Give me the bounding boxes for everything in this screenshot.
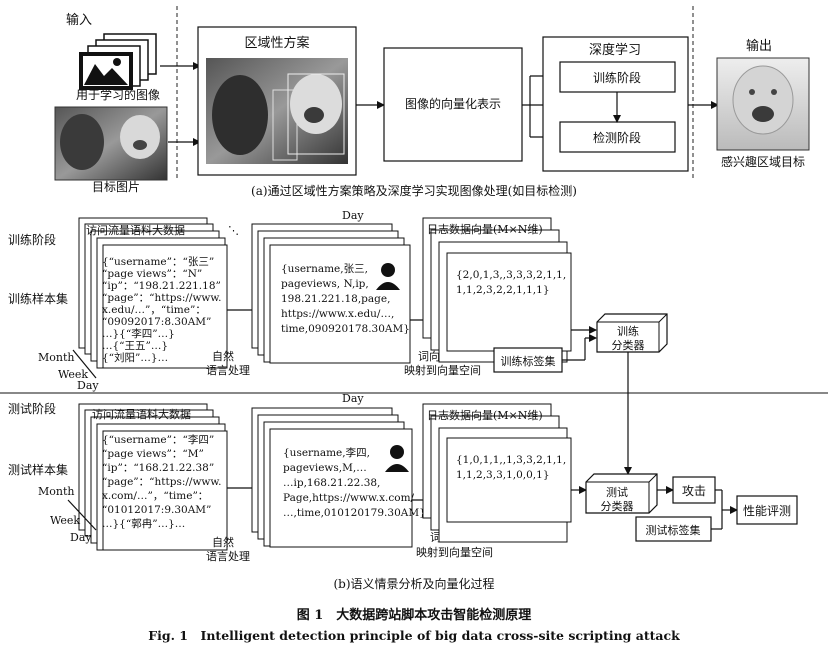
train-corpus-line: “page views”：“N”	[102, 268, 202, 280]
test-nlp-label-1: 自然	[212, 535, 234, 549]
test-month-label: Month	[38, 485, 74, 498]
test-week-label: Week	[50, 514, 80, 527]
train-corpus-title: 访问流量语料大数据	[86, 223, 185, 237]
test-corpus-line: “page views”：“M”	[102, 448, 204, 460]
test-label-set-box	[635, 516, 712, 542]
train-nlp-label-1: 自然	[212, 349, 234, 363]
user-avatar-icon	[376, 263, 400, 290]
train-corpus-stack	[78, 217, 228, 369]
test-vec-label-2: 映射到向量空间	[416, 545, 493, 559]
test-vector-line: 1,1,2,3,3,1,0,0,1}	[456, 469, 550, 481]
train-label-set: 训练标签集	[501, 354, 556, 368]
evaluation-box	[736, 495, 798, 525]
test-stage-label: 测试阶段	[8, 401, 56, 416]
deep-learning-title: 深度学习	[589, 42, 641, 58]
output-image	[716, 57, 810, 151]
train-classifier	[596, 313, 668, 353]
test-day-label: Day	[70, 531, 92, 544]
train-corpus-line: “ip”：“198.21.221.18”	[102, 280, 221, 292]
regional-scheme-image	[206, 58, 348, 164]
learning-images-label: 用于学习的图像	[76, 87, 160, 102]
train-corpus-line: {“刘阳”…}…	[102, 352, 168, 364]
train-doc-line: pageviews, N,ip,	[281, 278, 369, 290]
test-corpus-line: …}{“郭冉”…}…	[102, 517, 185, 530]
train-corpus-line: “09092017:8.30AM”	[102, 316, 211, 328]
training-stage-label: 训练阶段	[593, 70, 641, 85]
figure-caption-cn: 图 1 大数据跨站脚本攻击智能检测原理	[297, 607, 532, 623]
test-corpus-line: x.com/…”，“time”：	[102, 490, 208, 502]
train-log-vector-title: 日志数据向量(M×N维)	[427, 222, 543, 236]
train-corpus-line: “page”：“https://www.	[102, 292, 222, 304]
detection-stage-label: 检测阶段	[593, 130, 641, 145]
test-vector-stack	[422, 403, 572, 543]
test-doc-line: Page,https://www.x.com/	[283, 492, 415, 504]
test-corpus-stack	[78, 403, 228, 551]
test-doc-line: pageviews,M,…	[283, 462, 367, 474]
train-doc-line: {username,张三,	[281, 263, 368, 275]
train-sample-label: 训练样本集	[8, 291, 68, 306]
test-corpus-line: “01012017:9.30AM”	[102, 504, 211, 516]
train-doc-line: https://www.x.edu/…,	[281, 308, 394, 320]
train-time-axis	[72, 349, 97, 379]
input-label: 输入	[66, 12, 92, 28]
attack-label: 攻击	[682, 484, 706, 498]
test-classifier-label-1: 测试	[606, 486, 628, 499]
test-classifier-label-2: 分类器	[601, 499, 634, 513]
train-vec-label-2: 映射到向量空间	[404, 363, 481, 377]
test-corpus-line: {“username”：“李四”	[102, 433, 214, 446]
test-nlp-label-2: 语言处理	[206, 550, 250, 563]
train-month-label: Month	[38, 351, 74, 364]
caption-b: (b)语义情景分析及向量化过程	[333, 576, 494, 591]
train-day-label: Day	[77, 379, 99, 392]
test-corpus-line: “ip”：“168.21.22.38”	[102, 462, 214, 474]
output-label: 输出	[746, 38, 772, 54]
train-corpus-line: x.edu/…”，“time”：	[102, 304, 206, 316]
train-vector-line: 1,1,2,3,2,2,1,1,1}	[456, 284, 550, 296]
target-image	[54, 106, 168, 181]
test-doc-line: {username,李四,	[283, 446, 370, 459]
caption-a: (a)通过区域性方案策略及深度学习实现图像处理(如目标检测)	[251, 183, 577, 198]
test-doc-stack	[251, 407, 413, 548]
evaluation-label: 性能评测	[743, 504, 791, 518]
test-corpus-lines: {“username”：“李四” “page views”：“M” “ip”：“…	[102, 433, 222, 530]
train-doc-line: 198.21.221.18,page,	[281, 293, 390, 305]
learning-images-stack	[79, 33, 157, 90]
roi-label: 感兴趣区域目标	[721, 154, 805, 169]
train-vector-stack	[422, 217, 572, 363]
train-corpus-line: …}{“李四”…}	[102, 327, 175, 340]
train-week-label: Week	[58, 368, 88, 381]
train-corpus-lines: {“username”：“张三” “page views”：“N” “ip”：“…	[102, 256, 222, 364]
train-classifier-label-1: 训练	[617, 324, 639, 338]
test-sample-label: 测试样本集	[8, 462, 68, 477]
train-vector-line: {2,0,1,3,,3,3,3,2,1,1,	[456, 269, 566, 281]
train-day-top: Day	[342, 209, 364, 222]
train-stage-label: 训练阶段	[8, 232, 56, 247]
test-vector-line: {1,0,1,1,,1,3,3,2,1,1,	[456, 454, 566, 466]
target-image-label: 目标图片	[92, 180, 140, 194]
train-doc-line: time,090920178.30AM}	[281, 323, 410, 335]
user-avatar-icon	[385, 445, 409, 472]
figure-caption-en: Fig. 1 Intelligent detection principle o…	[148, 628, 680, 643]
vector-representation-box	[383, 47, 523, 162]
test-day-top: Day	[342, 392, 364, 405]
train-doc-lines: {username,张三, pageviews, N,ip, 198.21.22…	[281, 263, 410, 335]
test-doc-line: …,time,010120179.30AM}	[283, 507, 426, 519]
test-time-axis	[67, 499, 97, 531]
test-corpus-title: 访问流量语料大数据	[92, 407, 191, 421]
ellipsis-dots: ⋱	[228, 224, 239, 237]
test-doc-line: …ip,168.21.22.38,	[283, 477, 380, 489]
train-corpus-line: {“username”：“张三”	[102, 256, 214, 268]
train-corpus-line: …{“王五”…}	[102, 340, 168, 352]
train-classifier-label-2: 分类器	[612, 338, 645, 352]
test-log-vector-title: 日志数据向量(M×N维)	[427, 408, 543, 422]
attack-box	[672, 476, 716, 504]
regional-scheme-title: 区域性方案	[244, 35, 309, 51]
vector-representation-label: 图像的向量化表示	[405, 96, 501, 111]
test-label-set: 测试标签集	[646, 523, 701, 537]
test-corpus-line: “page”：“https://www.	[102, 476, 222, 488]
test-classifier	[585, 473, 658, 514]
test-doc-lines: {username,李四, pageviews,M,… …ip,168.21.2…	[283, 446, 426, 519]
train-nlp-label-2: 语言处理	[206, 364, 250, 377]
